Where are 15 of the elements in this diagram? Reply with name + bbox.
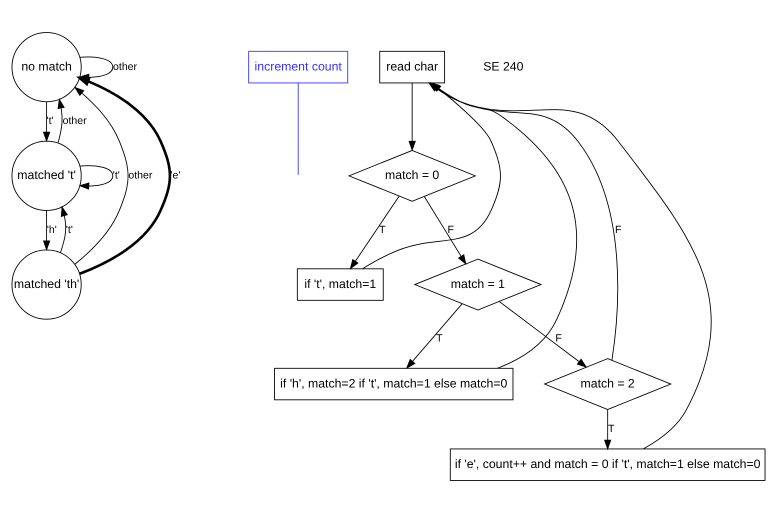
edge-label: T <box>379 224 386 236</box>
edge-label: F <box>555 332 562 345</box>
edge-label: T <box>436 332 443 345</box>
edge-label: F <box>448 224 454 236</box>
label: SE 240 <box>483 59 524 74</box>
edge-label: T <box>608 422 614 435</box>
edge-label: other <box>128 170 152 182</box>
edge-label: 'h' <box>46 224 57 236</box>
edge-label: 'e' <box>170 170 180 182</box>
edge-label: F <box>614 224 622 236</box>
edge-label: 't' <box>66 224 73 236</box>
edge-label: other <box>113 60 138 73</box>
edge-label: 't' <box>46 115 54 128</box>
edge-label: 't' <box>112 170 120 182</box>
edge-label: other <box>62 115 87 128</box>
